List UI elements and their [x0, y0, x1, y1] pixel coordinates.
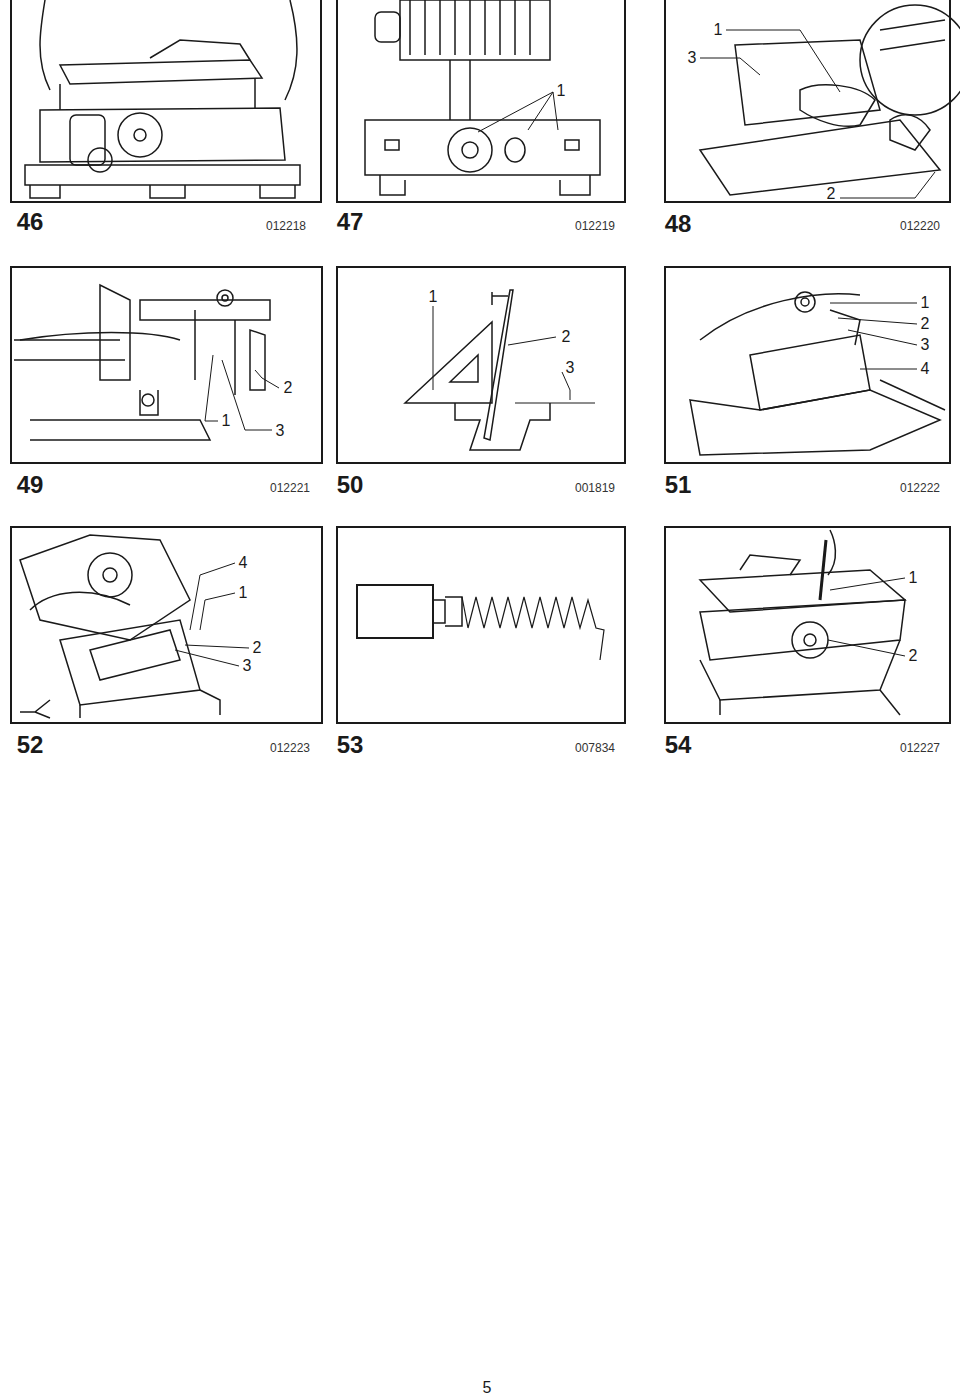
figure-number: 51: [665, 473, 692, 497]
figure-code: 012223: [270, 742, 310, 754]
callout-number: 1: [909, 570, 918, 586]
callout-number: 1: [557, 83, 566, 99]
page-number: 5: [483, 1380, 492, 1396]
callout-number: 2: [253, 640, 262, 656]
figure-code: 012218: [266, 220, 306, 232]
figure-code: 012220: [900, 220, 940, 232]
figure-code: 007834: [575, 742, 615, 754]
figure-code: 012221: [270, 482, 310, 494]
figure-code: 001819: [575, 482, 615, 494]
callout-number: 2: [827, 186, 836, 202]
callout-number: 4: [239, 555, 248, 571]
callout-number: 1: [239, 585, 248, 601]
figure-number: 49: [17, 473, 44, 497]
figure-number: 50: [337, 473, 364, 497]
figure-code: 012219: [575, 220, 615, 232]
callout-number: 3: [243, 658, 252, 674]
callout-number: 3: [276, 423, 285, 439]
callout-number: 4: [921, 361, 930, 377]
callout-number: 1: [429, 289, 438, 305]
callout-number: 2: [284, 380, 293, 396]
callout-number: 3: [921, 337, 930, 353]
figure-number: 53: [337, 733, 364, 757]
figure-number: 54: [665, 733, 692, 757]
callout-number: 3: [688, 50, 697, 66]
callout-number: 1: [222, 413, 231, 429]
figure-number: 46: [17, 210, 44, 234]
callout-number: 1: [714, 22, 723, 38]
figure-number: 48: [665, 212, 692, 236]
figure-code: 012227: [900, 742, 940, 754]
figure-code: 012222: [900, 482, 940, 494]
figure-number: 47: [337, 210, 364, 234]
callout-number: 3: [566, 360, 575, 376]
figure-number: 52: [17, 733, 44, 757]
callout-number: 2: [921, 316, 930, 332]
callout-number: 1: [921, 295, 930, 311]
callout-number: 2: [562, 329, 571, 345]
callout-number: 2: [909, 648, 918, 664]
